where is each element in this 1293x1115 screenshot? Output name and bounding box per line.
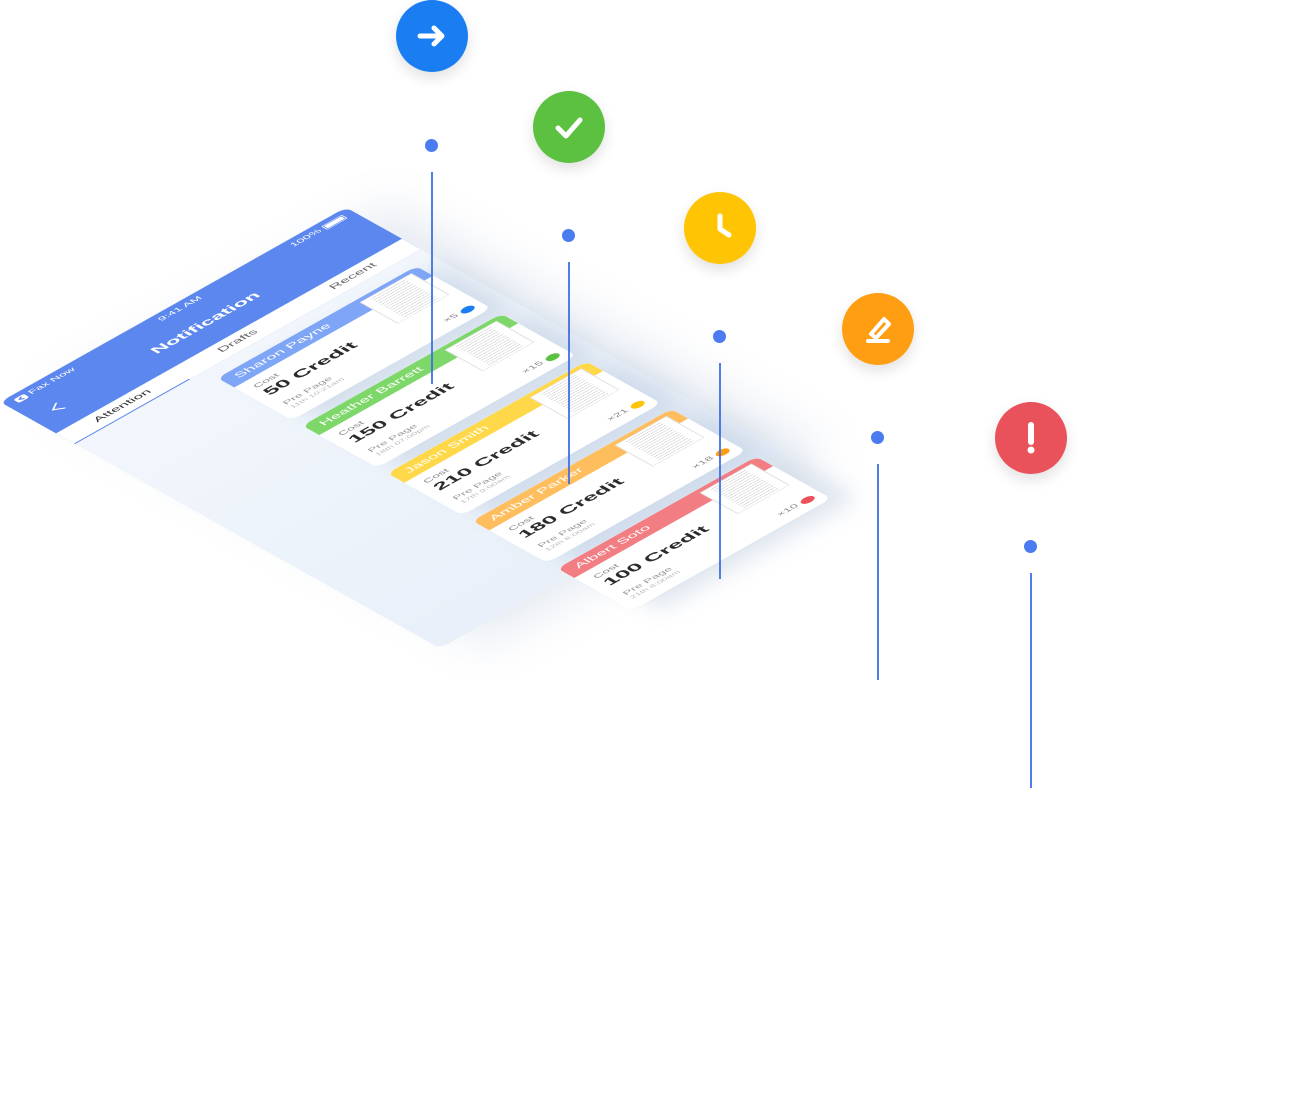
callout-line (1030, 573, 1032, 788)
callout-dot (425, 139, 438, 152)
callout-dot (562, 229, 575, 242)
page-count: ×5 (440, 312, 461, 324)
battery-percent: 100% (287, 227, 324, 248)
check-icon (533, 91, 605, 163)
callout-dot (713, 330, 726, 343)
callout-line (877, 464, 879, 680)
page-count: ×21 (604, 407, 631, 423)
callout-dot (1024, 540, 1037, 553)
page-count: ×10 (774, 502, 801, 518)
exclamation-icon (995, 402, 1067, 474)
sent-status-icon (458, 304, 478, 315)
error-status-icon (798, 494, 818, 506)
draft-status-icon (713, 446, 733, 458)
page-count: ×15 (519, 359, 546, 375)
arrow-right-icon (396, 0, 468, 72)
callout-line (719, 363, 721, 579)
page-count: ×18 (689, 454, 716, 470)
pending-status-icon (628, 399, 648, 411)
battery-icon (320, 214, 348, 230)
callout-dot (871, 431, 884, 444)
pencil-icon (842, 293, 914, 365)
clock-icon (684, 192, 756, 264)
done-status-icon (543, 351, 563, 363)
callout-line (568, 262, 570, 484)
phone-screen: Fax Now 9:41 AM 100% Notification Attent… (0, 0, 1228, 654)
callout-line (431, 172, 433, 384)
